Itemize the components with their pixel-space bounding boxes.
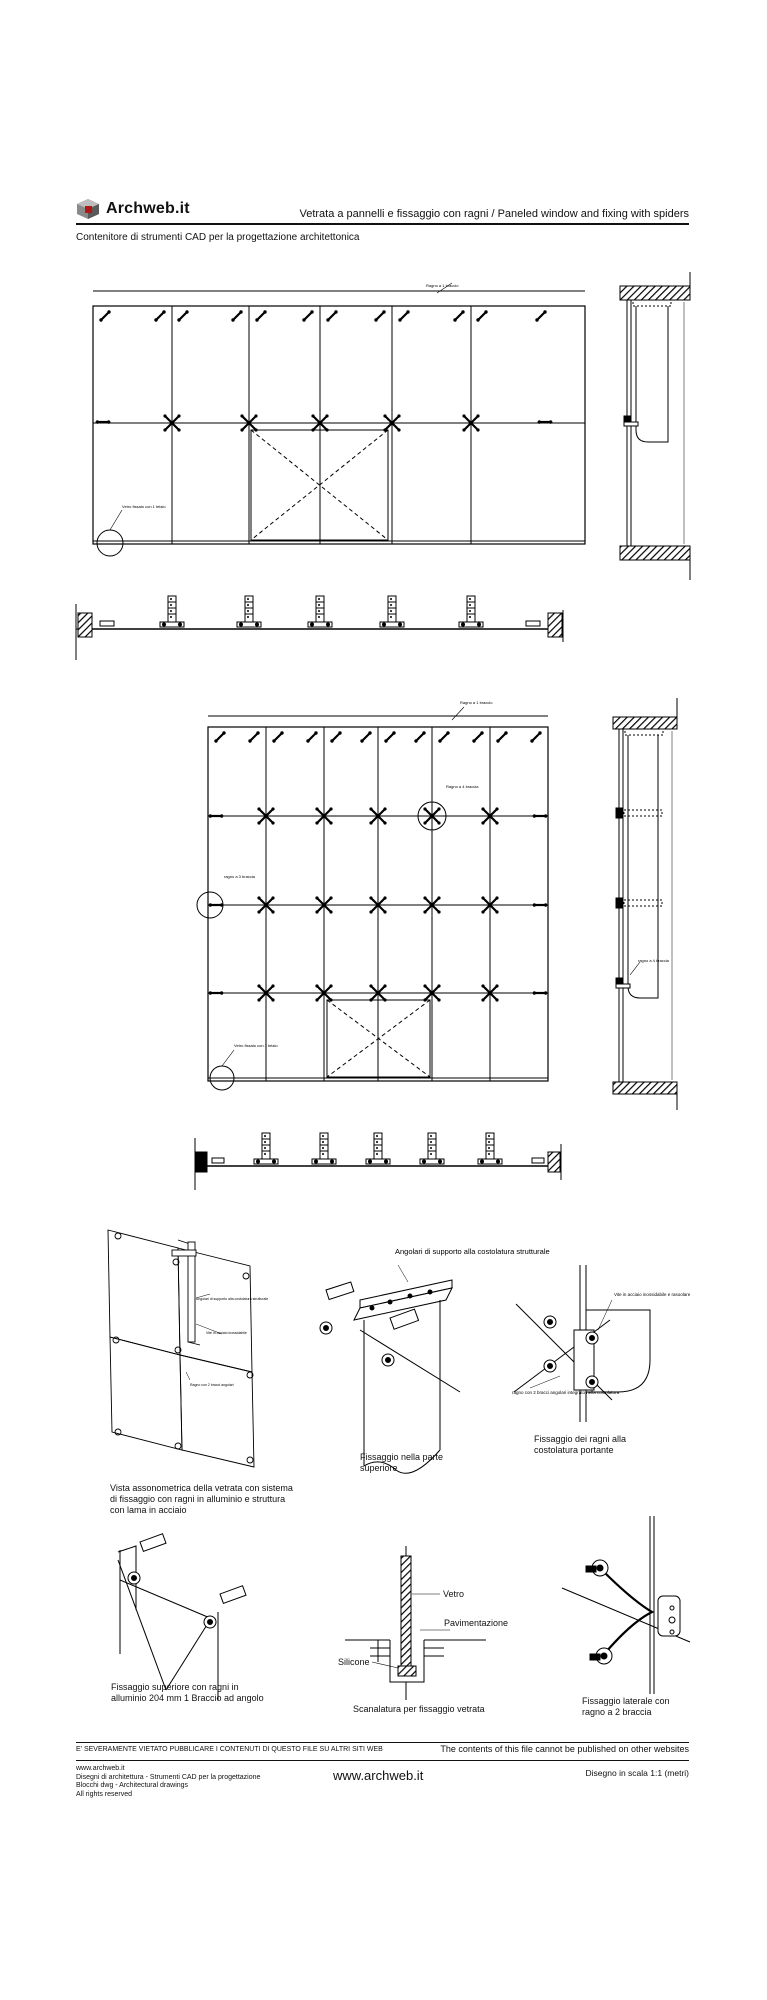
elevation-1 (92, 282, 586, 557)
support-detail (319, 1264, 461, 1474)
groove-section (345, 1546, 486, 1700)
footer-meta-line: All rights reserved (76, 1790, 133, 1798)
footer-meta-line: Blocchi dwg - Architectural drawings (76, 1782, 189, 1789)
support-detail-title-1: Angolari di supporto alla costolatura st… (395, 1247, 550, 1256)
spider-fixing-detail (513, 1265, 651, 1422)
axonometric-caption: Vista assonometrica della vetrata con si… (110, 1483, 293, 1515)
footer-scale: Disegno in scala 1:1 (metri) (585, 1768, 689, 1778)
label-silicone: Silicone (338, 1657, 370, 1667)
page-title: Vetrata a pannelli e fissaggio con ragni… (299, 208, 689, 220)
side-fixing-caption: Fissaggio laterale con ragno a 2 braccia (582, 1696, 670, 1717)
elevation-2-left-label: ragno a 3 braccia (224, 874, 256, 879)
section-2 (612, 698, 678, 1110)
footer-meta-line: www.archweb.it (76, 1765, 125, 1772)
axonometric-note-2: Vite in acciaio inossidabile (206, 1331, 247, 1335)
spider-fixing-caption: Fissaggio dei ragni alla costolatura por… (534, 1434, 627, 1455)
axonometric-note-1: Angolari di supporto alla costolatura st… (196, 1297, 268, 1301)
header-rule (76, 223, 689, 225)
elevation-2-top-label: Ragno a 1 braccio (460, 700, 493, 705)
footer-warning-en: The contents of this file cannot be publ… (440, 1744, 689, 1754)
side-fixing-detail (561, 1516, 691, 1694)
footer-rule-top (76, 1742, 689, 1743)
footer-url[interactable]: www.archweb.it (333, 1768, 424, 1783)
elevation-1-spider-label: Ragno a 1 braccio (426, 283, 459, 288)
section-2-label: ragno a 4 braccia (638, 958, 670, 963)
plan-1 (75, 604, 564, 660)
brand-name: Archweb.it (106, 200, 190, 217)
footer-warning: E' SEVERAMENTE VIETATO PUBBLICARE I CONT… (76, 1746, 383, 1753)
top-fixing-caption: Fissaggio superiore con ragni in allumin… (111, 1682, 264, 1703)
spider-fixing-note-2: ragno con 2 bracci angolari integrato ne… (512, 1390, 620, 1395)
footer-meta: www.archweb.it Disegni di architettura -… (76, 1765, 260, 1799)
axonometric-view (107, 1229, 255, 1468)
footer-rule-bottom (76, 1760, 689, 1761)
elevation-1-spiders (93, 309, 555, 433)
elevation-1-detail-label: Vetro fissato con 1 telaio (122, 504, 166, 509)
section-1 (619, 272, 691, 580)
page-subtitle: Contenitore di strumenti CAD per la prog… (76, 232, 360, 243)
plan-1-fins (99, 595, 541, 628)
elevation-2-bottom-label: Vetro fissato con 1 telaio (234, 1043, 278, 1048)
elevation-2-center-label: Ragno a 4 braccia (446, 784, 479, 789)
top-fixing-detail (117, 1533, 247, 1700)
axonometric-note-3: Ragno con 2 bracci angolari (190, 1383, 234, 1387)
archweb-logo-icon (77, 199, 99, 219)
label-vetro: Vetro (443, 1589, 465, 1599)
footer-meta-line: Disegni di architettura - Strumenti CAD … (76, 1773, 261, 1781)
support-caption: Fissaggio nella parte superiore (360, 1452, 444, 1473)
label-pavimentazione: Pavimentazione (444, 1618, 509, 1628)
plan-2-fins (211, 1132, 545, 1165)
brand-logo: Archweb.it (76, 196, 190, 222)
spider-fixing-note-1: Vite in acciaio inossidabile e rasoolare (614, 1292, 691, 1297)
groove-caption: Scanalatura per fissaggio vetrata (353, 1704, 485, 1714)
plan-2 (194, 1138, 562, 1190)
